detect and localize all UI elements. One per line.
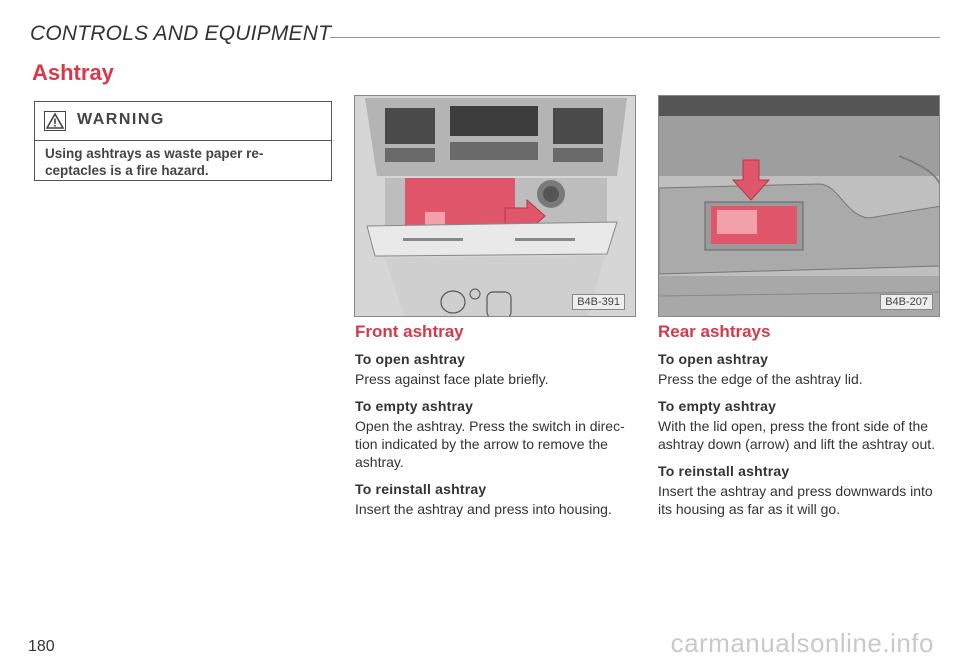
- step-title: To empty ashtray: [355, 398, 474, 414]
- step-text: Open the ashtray. Press the switch in di…: [355, 418, 625, 470]
- warning-triangle-icon: [44, 111, 66, 131]
- figure-code: B4B-391: [572, 294, 625, 310]
- page-number: 180: [28, 638, 55, 655]
- front-ashtray-title: Front ashtray: [355, 322, 464, 341]
- rear-ashtray-illustration: [659, 96, 939, 316]
- figure-code: B4B-207: [880, 294, 933, 310]
- chapter-title: CONTROLS AND EQUIPMENT: [30, 22, 332, 45]
- warning-label: WARNING: [77, 111, 165, 128]
- step-title: To open ashtray: [658, 351, 769, 367]
- front-ashtray-figure: B4B-391: [354, 95, 636, 317]
- step-text: Insert the ashtray and press into housin…: [355, 501, 612, 517]
- step-text: Press against face plate briefly.: [355, 371, 549, 387]
- step-text: With the lid open, press the front side …: [658, 418, 936, 452]
- step-title: To reinstall ashtray: [658, 463, 790, 479]
- warning-header: WARNING: [35, 102, 331, 141]
- rear-ashtray-figure: B4B-207: [658, 95, 940, 317]
- front-ashtray-illustration: [355, 96, 635, 316]
- header-rule: [330, 37, 940, 38]
- step-title: To reinstall ashtray: [355, 481, 487, 497]
- page-header: CONTROLS AND EQUIPMENT: [30, 22, 940, 50]
- step-title: To open ashtray: [355, 351, 466, 367]
- rear-ashtrays-title: Rear ashtrays: [658, 322, 771, 341]
- watermark: carmanualsonline.info: [670, 628, 934, 658]
- warning-text: Using ashtrays as waste paper re- ceptac…: [45, 146, 264, 178]
- step-title: To empty ashtray: [658, 398, 777, 414]
- step-text: Insert the ashtray and press downwards i…: [658, 483, 933, 517]
- warning-box: WARNING Using ashtrays as waste paper re…: [34, 101, 332, 181]
- step-text: Press the edge of the ashtray lid.: [658, 371, 863, 387]
- front-ashtray-column: Front ashtray To open ashtray Press agai…: [355, 322, 655, 528]
- rear-ashtrays-column: Rear ashtrays To open ashtray Press the …: [658, 322, 958, 528]
- section-title: Ashtray: [32, 60, 114, 85]
